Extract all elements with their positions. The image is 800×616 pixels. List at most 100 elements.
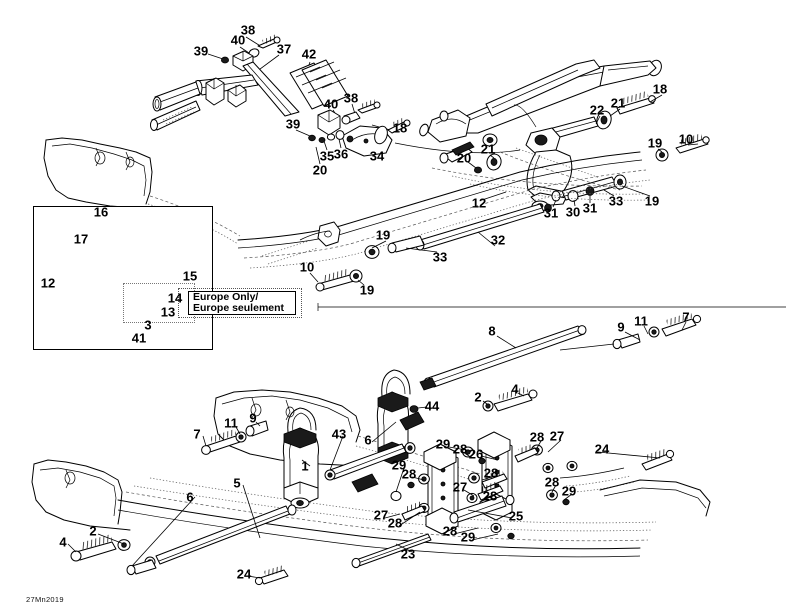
callout-number-32: 32	[490, 232, 506, 248]
callout-number-31: 31	[543, 205, 559, 221]
callout-number-28: 28	[544, 474, 560, 490]
callout-number-44: 44	[424, 398, 440, 414]
bolt-10-lower	[315, 268, 363, 292]
callout-number-40: 40	[323, 96, 339, 112]
callout-number-30: 30	[565, 204, 581, 220]
callout-number-23: 23	[400, 546, 416, 562]
knuckle-34	[318, 117, 411, 157]
callout-number-6: 6	[186, 489, 194, 505]
callout-number-15: 15	[182, 268, 198, 284]
callout-number-12: 12	[471, 195, 487, 211]
callout-number-8: 8	[488, 323, 496, 339]
rear-arm-plate-left	[423, 443, 459, 535]
callout-number-41: 41	[131, 330, 147, 346]
cross-tube-22	[473, 90, 656, 174]
callout-number-6: 6	[364, 432, 372, 448]
callout-number-31: 31	[582, 200, 598, 216]
cross-tube-25	[449, 494, 515, 524]
callout-number-24: 24	[236, 566, 252, 582]
callout-number-36: 36	[333, 146, 349, 162]
callout-number-29: 29	[391, 457, 407, 473]
callout-number-35: 35	[319, 148, 335, 164]
nut-20	[473, 166, 482, 174]
europe-only-line-1: Europe Only/	[193, 290, 259, 303]
arm-left-end	[419, 109, 498, 164]
rod-23	[351, 533, 432, 569]
europe-only-line-2: Europe seulement	[193, 302, 285, 314]
callout-number-28: 28	[401, 466, 417, 482]
callout-number-10: 10	[678, 131, 694, 147]
callout-number-29: 29	[435, 436, 451, 452]
callout-number-19: 19	[644, 193, 660, 209]
leader-lines-lower	[67, 321, 687, 579]
callout-number-4: 4	[59, 534, 67, 550]
front-spindle	[150, 81, 201, 131]
callout-number-20: 20	[456, 150, 472, 166]
leaf-plates-42	[289, 59, 349, 110]
callout-number-28: 28	[482, 488, 498, 504]
bolt-4-bottom	[70, 534, 131, 562]
callout-number-29: 29	[561, 483, 577, 499]
inset-detail-frame	[33, 206, 213, 350]
clamp-collar	[205, 77, 247, 108]
callout-number-37: 37	[276, 41, 292, 57]
callout-number-9: 9	[249, 410, 257, 426]
callout-number-25: 25	[508, 508, 524, 524]
callout-number-3: 3	[144, 317, 152, 333]
rear-arm-shock-assembly	[419, 59, 710, 212]
shock-absorber-12	[513, 104, 573, 212]
nut-39	[220, 56, 229, 64]
callout-number-28: 28	[442, 523, 458, 539]
nut-44	[409, 405, 419, 413]
diagram-footer-code: 27Mn2019	[26, 595, 64, 604]
europe-only-note: Europe Only/ Europe seulement	[188, 291, 296, 315]
callout-number-21: 21	[480, 141, 496, 157]
callout-number-28: 28	[529, 429, 545, 445]
callout-number-27: 27	[549, 428, 565, 444]
middle-rail-assembly	[237, 151, 786, 311]
callout-number-39: 39	[193, 43, 209, 59]
lower-assembly	[31, 311, 711, 586]
callout-number-27: 27	[373, 507, 389, 523]
callout-number-11: 11	[634, 313, 648, 329]
shock-right	[376, 369, 411, 465]
callout-number-19: 19	[647, 135, 663, 151]
callout-number-10: 10	[299, 259, 315, 275]
callout-number-12: 12	[40, 275, 56, 291]
cross-bar-5	[126, 504, 297, 576]
fastener-cluster	[390, 443, 578, 540]
bolt-7-right	[559, 311, 702, 351]
upper-link-8	[419, 325, 587, 391]
callout-number-7: 7	[193, 426, 201, 442]
arm-tube	[193, 74, 259, 96]
callout-number-40: 40	[230, 32, 246, 48]
callout-number-28: 28	[387, 515, 403, 531]
shock-1	[282, 407, 319, 509]
callout-number-42: 42	[301, 46, 317, 62]
callout-number-26: 26	[468, 446, 484, 462]
callout-number-39: 39	[285, 116, 301, 132]
callout-number-14: 14	[167, 290, 183, 306]
callout-number-38: 38	[343, 90, 359, 106]
callout-number-18: 18	[652, 81, 668, 97]
bolt-4-mid	[482, 386, 538, 412]
callout-number-13: 13	[160, 304, 176, 320]
bolt-24-bottom	[254, 565, 289, 586]
callout-number-33: 33	[432, 249, 448, 265]
callout-number-19: 19	[359, 282, 375, 298]
cross-bar-43	[324, 411, 425, 493]
callout-number-20: 20	[312, 162, 328, 178]
bolt-24-right	[559, 448, 675, 493]
callout-number-24: 24	[594, 441, 610, 457]
callout-number-2: 2	[89, 523, 97, 539]
callout-number-4: 4	[511, 381, 519, 397]
strut-tube-37	[242, 61, 300, 117]
callout-number-9: 9	[617, 319, 625, 335]
callout-number-28: 28	[452, 441, 468, 457]
tie-rod-32	[364, 203, 552, 259]
callout-number-7: 7	[682, 309, 690, 325]
callout-number-2: 2	[474, 389, 482, 405]
callout-number-34: 34	[369, 148, 385, 164]
callout-number-22: 22	[589, 102, 605, 118]
callout-number-43: 43	[331, 426, 347, 442]
